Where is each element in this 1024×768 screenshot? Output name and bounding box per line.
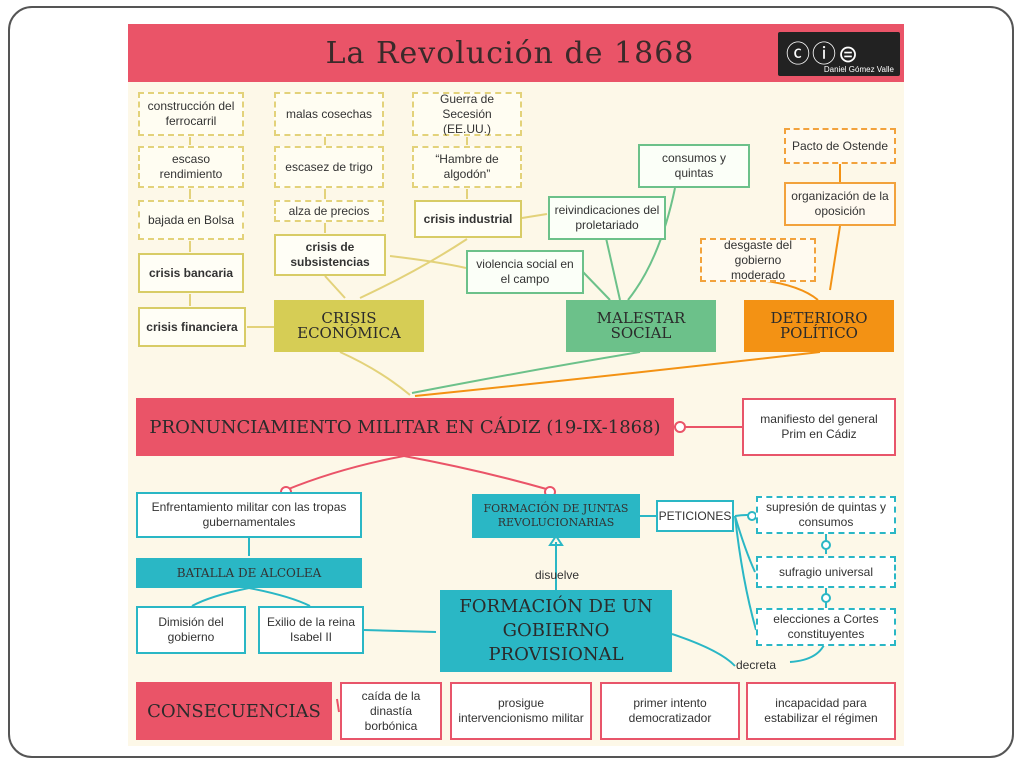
cause-crisis-financiera: crisis financiera [138, 307, 246, 347]
category-deterioro-politico: Deterioro político [744, 300, 894, 352]
decreta-label: decreta [736, 658, 777, 672]
formacion-juntas: Formación de juntas revolucionarias [472, 494, 640, 538]
batalla-alcolea: Batalla de Alcolea [136, 558, 362, 588]
cause-ferrocarril: construcción del ferrocarril [138, 92, 244, 136]
dimision-gobierno: Dimisión del gobierno [136, 606, 246, 654]
exilio-reina: Exilio de la reina Isabel II [258, 606, 364, 654]
disuelve-label: disuelve [535, 568, 580, 582]
cause-pacto-ostende: Pacto de Ostende [784, 128, 896, 164]
cause-escasez-trigo: escasez de trigo [274, 146, 384, 188]
peticion-supresion-quintas: supresión de quintas y consumos [756, 496, 896, 534]
consecuencia-incapacidad: incapacidad para estabilizar el régimen [746, 682, 896, 740]
cause-crisis-bancaria: crisis bancaria [138, 253, 244, 293]
category-malestar-social: Malestar social [566, 300, 716, 352]
title-bar [128, 24, 904, 82]
peticion-sufragio: sufragio universal [756, 556, 896, 588]
consecuencia-intervencionismo: prosigue intervencionismo militar [450, 682, 592, 740]
cause-alza-precios: alza de precios [274, 200, 384, 222]
peticiones-label: PETICIONES [656, 500, 734, 532]
cause-bolsa: bajada en Bolsa [138, 200, 244, 240]
cause-consumos-quintas: consumos y quintas [638, 144, 750, 188]
consecuencia-intento-democratizador: primer intento democratizador [600, 682, 740, 740]
consecuencia-caida-dinastia: caída de la dinastía borbónica [340, 682, 442, 740]
author-name: Daniel Gómez Valle [823, 65, 894, 74]
cause-crisis-subsistencias: crisis de subsistencias [274, 234, 386, 276]
manifiesto-prim: manifiesto del general Prim en Cádiz [742, 398, 896, 456]
cause-guerra-secesion: Guerra de Secesión (EE.UU.) [412, 92, 522, 136]
peticion-elecciones: elecciones a Cortes constituyentes [756, 608, 896, 646]
cause-organizacion-oposicion: organización de la oposición [784, 182, 896, 226]
page-title: La Revolución de 1868 [325, 35, 695, 71]
cause-violencia-social: violencia social en el campo [466, 250, 584, 294]
cause-malas-cosechas: malas cosechas [274, 92, 384, 136]
gobierno-provisional: Formación de un gobierno provisional [440, 590, 672, 672]
license-badge: ⓒⓘ⊜ Daniel Gómez Valle [778, 32, 900, 76]
cause-reivindicaciones: reivindicaciones del proletariado [548, 196, 666, 240]
cause-rendimiento: escaso rendimiento [138, 146, 244, 188]
cause-crisis-industrial: crisis industrial [414, 200, 522, 238]
consecuencias-label: Consecuencias [136, 682, 332, 740]
category-crisis-economica: Crisis económica [274, 300, 424, 352]
creative-commons-icon: ⓒⓘ⊜ [786, 41, 861, 68]
cause-desgaste-gobierno: desgaste del gobierno moderado [700, 238, 816, 282]
enfrentamiento-militar: Enfrentamiento militar con las tropas gu… [136, 492, 362, 538]
pronunciamiento-box: Pronunciamiento militar en Cádiz (19-IX-… [136, 398, 674, 456]
cause-hambre-algodon: “Hambre de algodón” [412, 146, 522, 188]
